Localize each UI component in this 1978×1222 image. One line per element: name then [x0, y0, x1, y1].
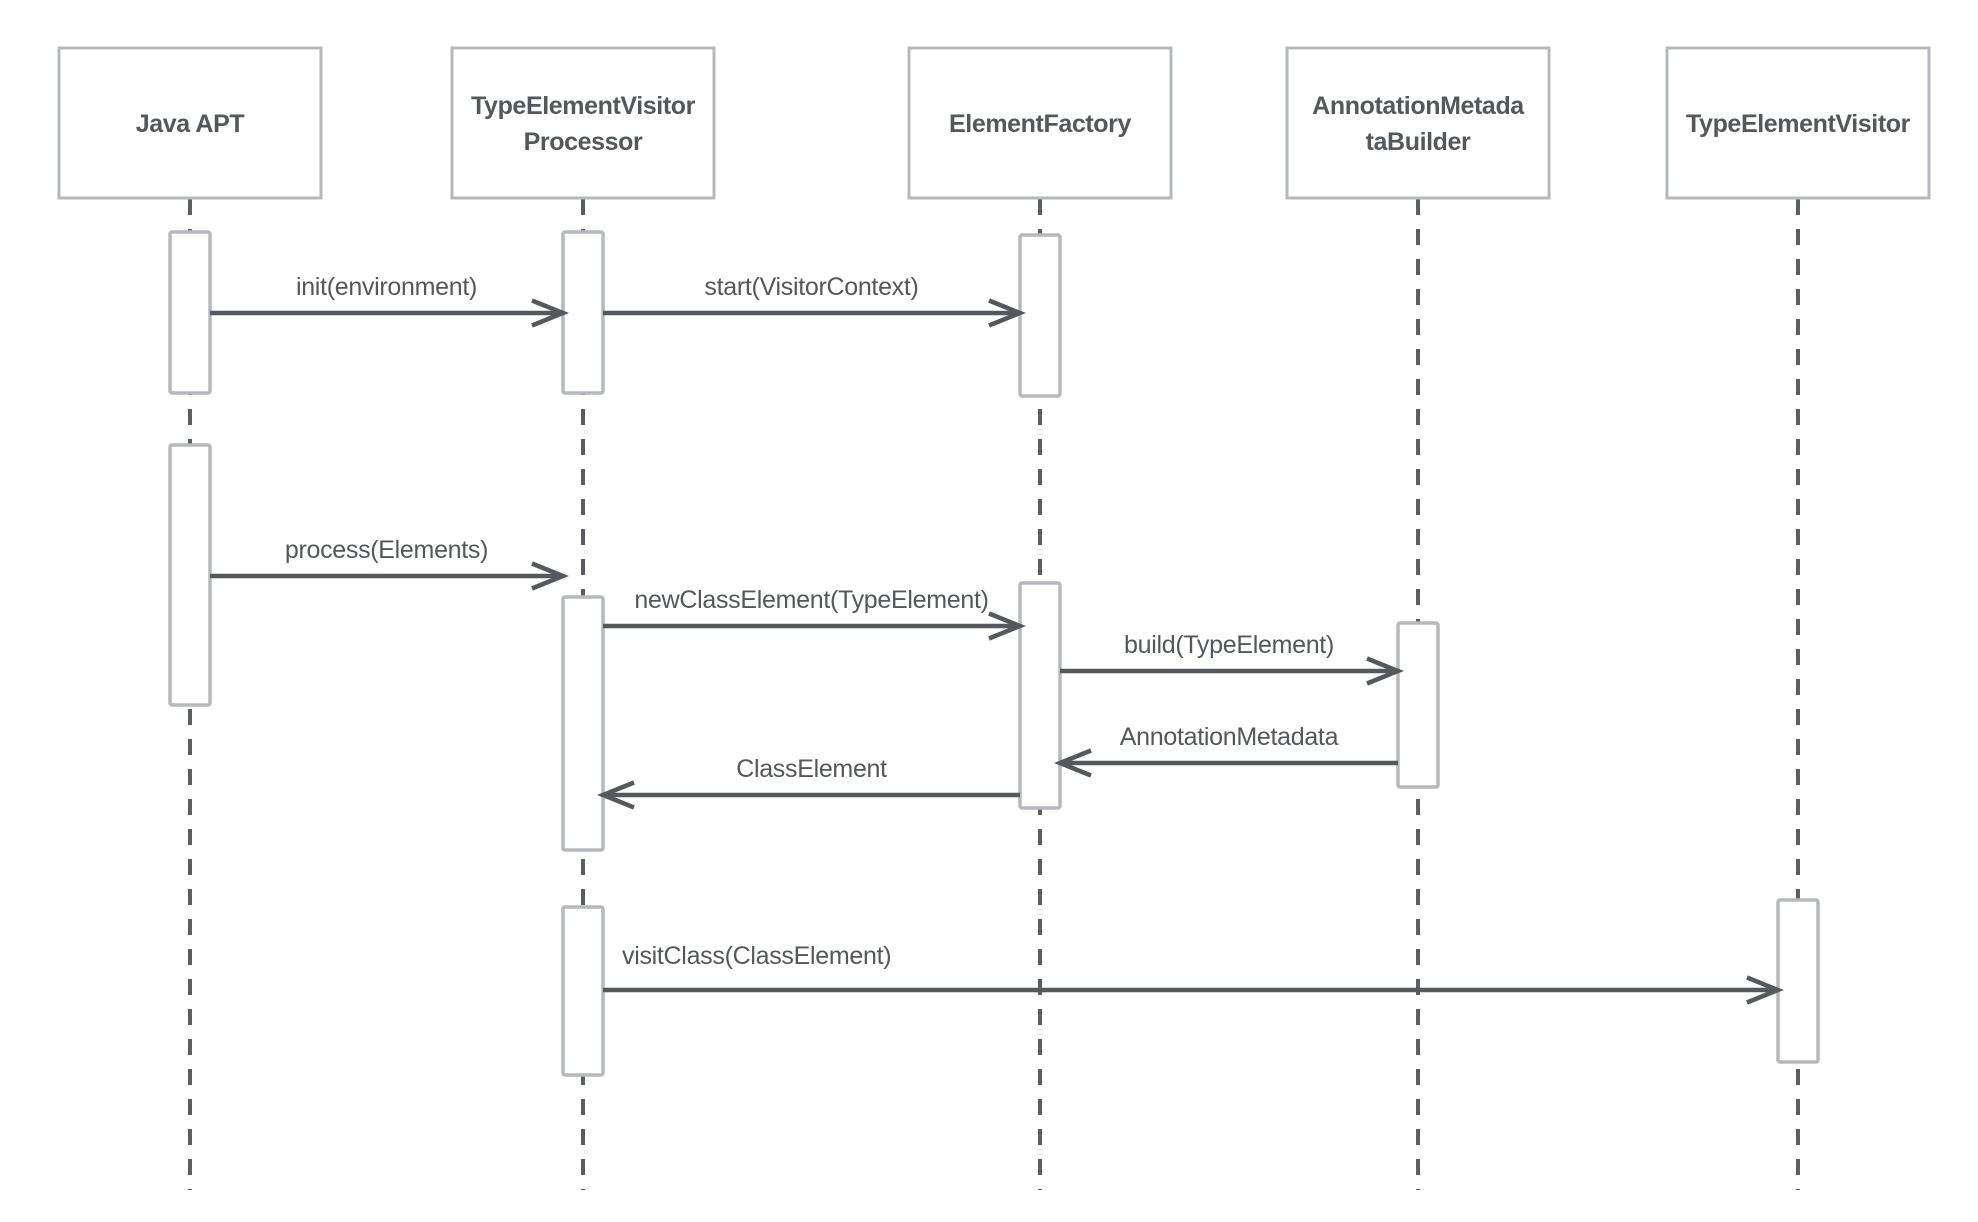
- message-arrowhead-visitclass-classelement: [1746, 975, 1785, 1005]
- activation-bar-element-factory-5: [1018, 233, 1062, 398]
- message-arrowhead-newclasselement-typeelement: [988, 611, 1027, 641]
- activation-bar-annotation-metadata-builder-7: [1396, 621, 1440, 789]
- activation-bar-type-element-visitor-8: [1776, 898, 1820, 1064]
- activation-bar-java-apt-0: [168, 230, 212, 395]
- message-arrowhead-init-environment: [531, 298, 570, 328]
- message-label-classelement: ClassElement: [736, 755, 887, 783]
- activation-bar-type-element-visitor-processor-4: [561, 905, 605, 1077]
- participant-box-type-element-visitor-processor: [450, 46, 716, 200]
- participant-label-annotation-metadata-builder-line2: taBuilder: [1366, 128, 1471, 156]
- message-label-start-visitorcontext: start(VisitorContext): [704, 273, 918, 301]
- participant-label-element-factory: ElementFactory: [949, 110, 1131, 138]
- participant-label-java-apt: Java APT: [136, 110, 245, 138]
- participant-label-type-element-visitor-processor-line2: Processor: [524, 128, 643, 156]
- participant-box-element-factory: [907, 46, 1173, 200]
- participant-label-type-element-visitor-processor-line1: TypeElementVisitor: [471, 92, 696, 120]
- activation-bar-java-apt-1: [168, 443, 212, 707]
- message-arrowhead-start-visitorcontext: [988, 298, 1027, 328]
- participant-label-type-element-visitor: TypeElementVisitor: [1686, 110, 1911, 138]
- participant-box-annotation-metadata-builder: [1285, 46, 1551, 200]
- participant-box-java-apt: [57, 46, 323, 200]
- message-arrowhead-classelement: [596, 780, 635, 810]
- participant-box-type-element-visitor: [1665, 46, 1931, 200]
- participant-label-annotation-metadata-builder-line1: AnnotationMetada: [1312, 92, 1525, 120]
- message-label-process-elements: process(Elements): [285, 536, 488, 564]
- activation-bar-type-element-visitor-processor-3: [561, 595, 605, 852]
- activation-bar-element-factory-6: [1018, 581, 1062, 810]
- message-arrowhead-annotationmetadata: [1053, 748, 1092, 778]
- message-arrowhead-build-typeelement: [1366, 656, 1405, 686]
- message-label-annotationmetadata: AnnotationMetadata: [1120, 723, 1339, 751]
- message-label-build-typeelement: build(TypeElement): [1124, 631, 1334, 659]
- message-arrowhead-process-elements: [531, 561, 570, 591]
- message-label-visitclass-classelement: visitClass(ClassElement): [622, 942, 891, 970]
- activation-bar-type-element-visitor-processor-2: [561, 230, 605, 395]
- message-label-init-environment: init(environment): [296, 273, 477, 301]
- message-label-newclasselement-typeelement: newClassElement(TypeElement): [634, 586, 988, 614]
